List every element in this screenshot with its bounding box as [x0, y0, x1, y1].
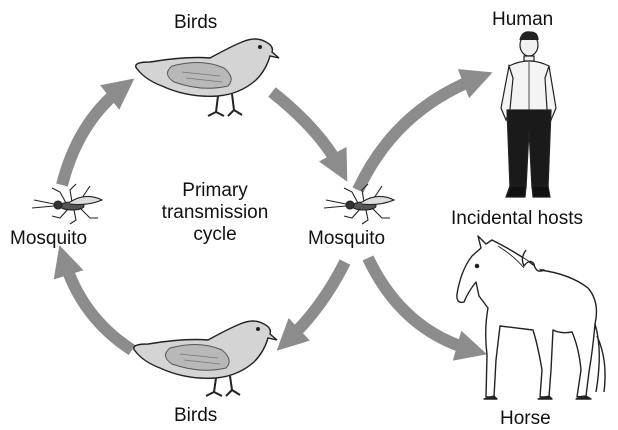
arrow-mosquito-right-to-bird — [288, 262, 345, 340]
birds-bottom-label: Birds — [174, 405, 217, 427]
bird-icon — [134, 321, 277, 396]
horse-icon — [457, 236, 605, 399]
cycle-line-1: Primary — [150, 180, 280, 202]
mosquito-left-label: Mosquito — [10, 228, 87, 250]
mosquito-right-label: Mosquito — [308, 228, 385, 250]
primary-cycle-label: Primary transmission cycle — [150, 180, 280, 246]
cycle-line-3: cycle — [150, 224, 280, 246]
mosquito-icon — [32, 184, 102, 224]
human-label: Human — [492, 9, 553, 31]
birds-top-label: Birds — [174, 12, 217, 34]
horse-label: Horse — [500, 408, 551, 430]
arrow-bird-to-mosquito-left — [64, 260, 132, 350]
arrow-mosquito-to-horse — [368, 258, 472, 350]
arrow-mosquito-to-human — [358, 78, 478, 190]
bird-icon — [136, 39, 279, 116]
human-icon — [501, 32, 556, 197]
incidental-hosts-label: Incidental hosts — [451, 208, 583, 230]
arrow-bird-to-mosquito-right — [272, 92, 340, 168]
cycle-line-2: transmission — [150, 202, 280, 224]
arrow-mosquito-left-to-bird — [62, 88, 122, 185]
